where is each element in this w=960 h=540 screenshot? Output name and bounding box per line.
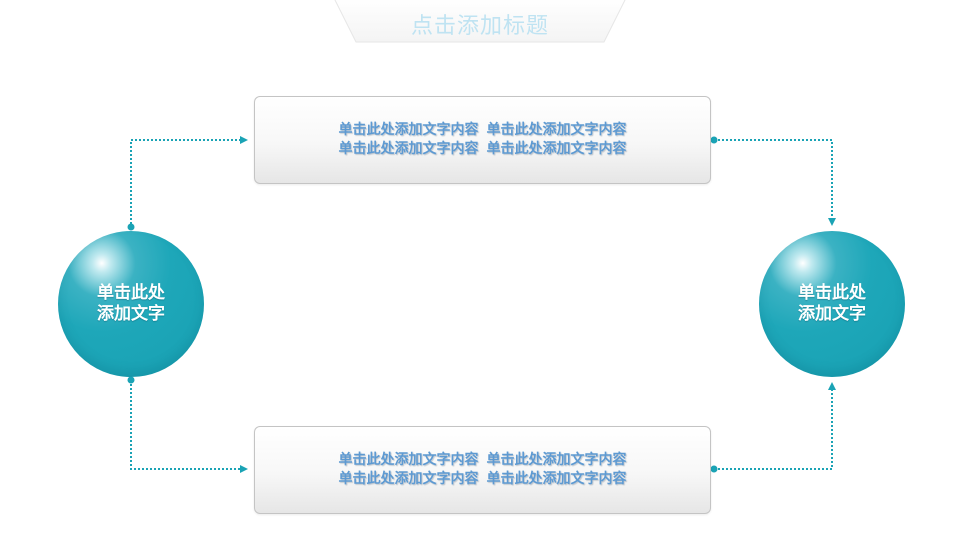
text-box-bottom[interactable]: 单击此处添加文字内容单击此处添加文字内容 单击此处添加文字内容单击此处添加文字内… (254, 426, 711, 514)
text-segment: 单击此处添加文字内容 (486, 122, 627, 138)
text-segment: 单击此处添加文字内容 (338, 471, 479, 487)
connector-left-bottom (130, 380, 248, 473)
circle-text-line: 单击此处 (798, 283, 866, 303)
text-line: 单击此处添加文字内容单击此处添加文字内容 (335, 451, 631, 470)
text-segment: 单击此处添加文字内容 (338, 122, 479, 138)
connector-right-bottom (714, 382, 836, 470)
text-line: 单击此处添加文字内容单击此处添加文字内容 (335, 140, 631, 159)
text-line: 单击此处添加文字内容单击此处添加文字内容 (335, 470, 631, 489)
connector-dot (710, 465, 718, 473)
text-line: 单击此处添加文字内容单击此处添加文字内容 (335, 121, 631, 140)
circle-text-line: 添加文字 (798, 304, 866, 324)
text-segment: 单击此处添加文字内容 (338, 452, 479, 468)
circle-text-line: 添加文字 (97, 304, 165, 324)
connector-dot (127, 376, 135, 384)
text-segment: 单击此处添加文字内容 (486, 471, 627, 487)
circle-node-right[interactable]: 单击此处 添加文字 (759, 231, 905, 377)
title-tab: 点击添加标题 (332, 0, 628, 44)
connector-right-top (714, 139, 836, 226)
circle-text-line: 单击此处 (97, 283, 165, 303)
slide-title[interactable]: 点击添加标题 (410, 14, 549, 39)
circle-node-left[interactable]: 单击此处 添加文字 (58, 231, 204, 377)
text-segment: 单击此处添加文字内容 (338, 141, 479, 157)
text-segment: 单击此处添加文字内容 (486, 452, 627, 468)
title-tab-shape (334, 0, 626, 43)
text-box-top[interactable]: 单击此处添加文字内容单击此处添加文字内容 单击此处添加文字内容单击此处添加文字内… (254, 96, 711, 184)
text-segment: 单击此处添加文字内容 (486, 141, 627, 157)
connector-left-top (130, 136, 248, 228)
connector-dot (710, 136, 718, 144)
connector-dot (127, 223, 135, 231)
